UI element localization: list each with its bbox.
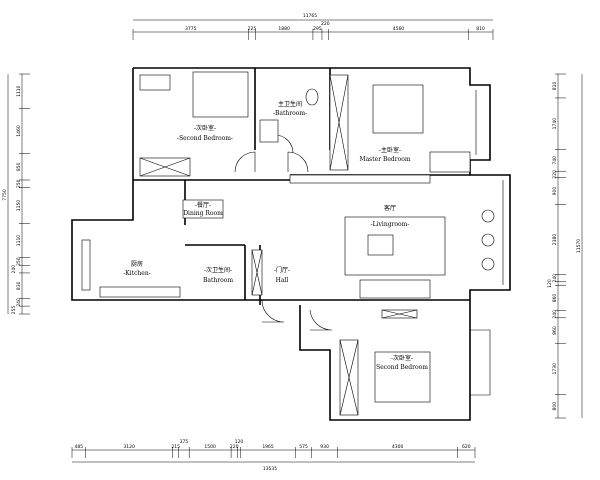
dimension-value: 1880 (278, 26, 290, 32)
dimension-value: 850 (16, 162, 22, 171)
dimension-value: 800 (552, 402, 558, 411)
dimension-value: 215 (171, 444, 180, 450)
dimension-value: 1965 (262, 444, 274, 450)
room-label-cn: 客厅 (384, 204, 396, 212)
dimension-value: 2380 (552, 234, 558, 246)
dimension-value: 810 (476, 26, 485, 32)
dimension-value: 250 (16, 179, 22, 188)
dimension-value: 930 (320, 444, 329, 450)
dim-right-total: 11570 (576, 239, 582, 253)
dimension-value: 810 (552, 82, 558, 91)
dim-bottom-total: 13535 (263, 466, 277, 472)
dimension-value: 1740 (552, 118, 558, 130)
room-label-cn: -次卧室- (391, 354, 413, 362)
room-label-en: Master Bedroom (359, 156, 410, 163)
room-label-en: Dining Room (183, 210, 223, 217)
room-label-cn: -门厅- (274, 266, 290, 274)
room-kitchen: 厨房 -Kitchen- (123, 260, 151, 277)
dimension-value: 1110 (16, 85, 22, 97)
dim-left-total: 7750 (2, 189, 8, 201)
room-label-en: -Kitchen- (123, 270, 151, 277)
dimension-value: 900 (552, 187, 558, 196)
room-label-en: -Bathroom- (273, 110, 307, 117)
dimension-value: 120 (547, 279, 553, 288)
dimension-value: 1150 (16, 200, 22, 212)
dimension-value: 1460 (16, 125, 22, 137)
dimension-value: 1730 (552, 363, 558, 375)
dimension-value: 4560 (393, 26, 405, 32)
dimension-value: 220 (321, 21, 330, 27)
room-label-cn: -次卫生间- (204, 266, 232, 274)
room-label-en: -Livingroom- (371, 221, 410, 228)
dim-top-total: 11765 (303, 13, 317, 19)
dimension-value: 4300 (392, 444, 404, 450)
room-label-cn: -主卧室- (379, 146, 401, 154)
dimension-value: 860 (552, 294, 558, 303)
dimension-right: 11570 8101740740220900238024012086024086… (547, 73, 583, 419)
dimension-value: 250 (16, 257, 22, 266)
dimension-value: 220 (230, 444, 239, 450)
dimension-value: 240 (552, 310, 558, 319)
room-master-bathroom: 主卫生间 -Bathroom- (273, 100, 307, 117)
room-label-en: -Second Bedroom- (177, 135, 233, 142)
dimension-value: 740 (552, 156, 558, 165)
dimension-left: 7750 11101460850250115011102502408302402… (2, 73, 30, 315)
dimension-value: 860 (552, 326, 558, 335)
room-label-en: Second Bedroom (376, 364, 428, 371)
room-label-en: Bathroom (203, 277, 233, 284)
dimension-value: 3120 (123, 444, 135, 450)
room-second-bathroom: -次卫生间- Bathroom (203, 266, 233, 284)
room-label-cn: -次卧室- (194, 124, 216, 132)
dimension-value: 240 (16, 298, 22, 307)
furniture (81, 71, 495, 416)
room-living: 客厅 -Livingroom- (371, 204, 410, 228)
dimension-value: 375 (180, 439, 189, 445)
room-hall: -门厅- Hall (274, 266, 290, 284)
dimension-value: 1500 (204, 444, 216, 450)
dimension-value: 240 (552, 274, 558, 283)
room-second-bedroom-2: -次卧室- Second Bedroom (376, 354, 428, 371)
dimension-value: 830 (16, 281, 22, 290)
room-label-en: Hall (276, 277, 289, 284)
dimension-value: 620 (462, 444, 471, 450)
dimension-value: 295 (313, 26, 322, 32)
dimension-value: 1110 (16, 235, 22, 247)
dimension-value: 225 (248, 26, 257, 32)
dimension-value: 485 (74, 444, 83, 450)
dimension-value: 220 (552, 170, 558, 179)
dimension-value: 575 (299, 444, 308, 450)
room-label-cn: 主卫生间 (278, 100, 302, 108)
room-label-cn: 厨房 (131, 260, 143, 268)
room-second-bedroom-1: -次卧室- -Second Bedroom- (177, 124, 233, 142)
dimension-value: 120 (235, 439, 244, 445)
room-label-cn: -餐厅- (195, 201, 211, 209)
dimension-value: 3775 (185, 26, 197, 32)
room-dining: -餐厅- Dining Room (183, 201, 223, 217)
room-master-bedroom: -主卧室- Master Bedroom (359, 146, 410, 163)
dimension-value: 255 (11, 306, 17, 315)
dimension-value: 240 (11, 265, 17, 274)
